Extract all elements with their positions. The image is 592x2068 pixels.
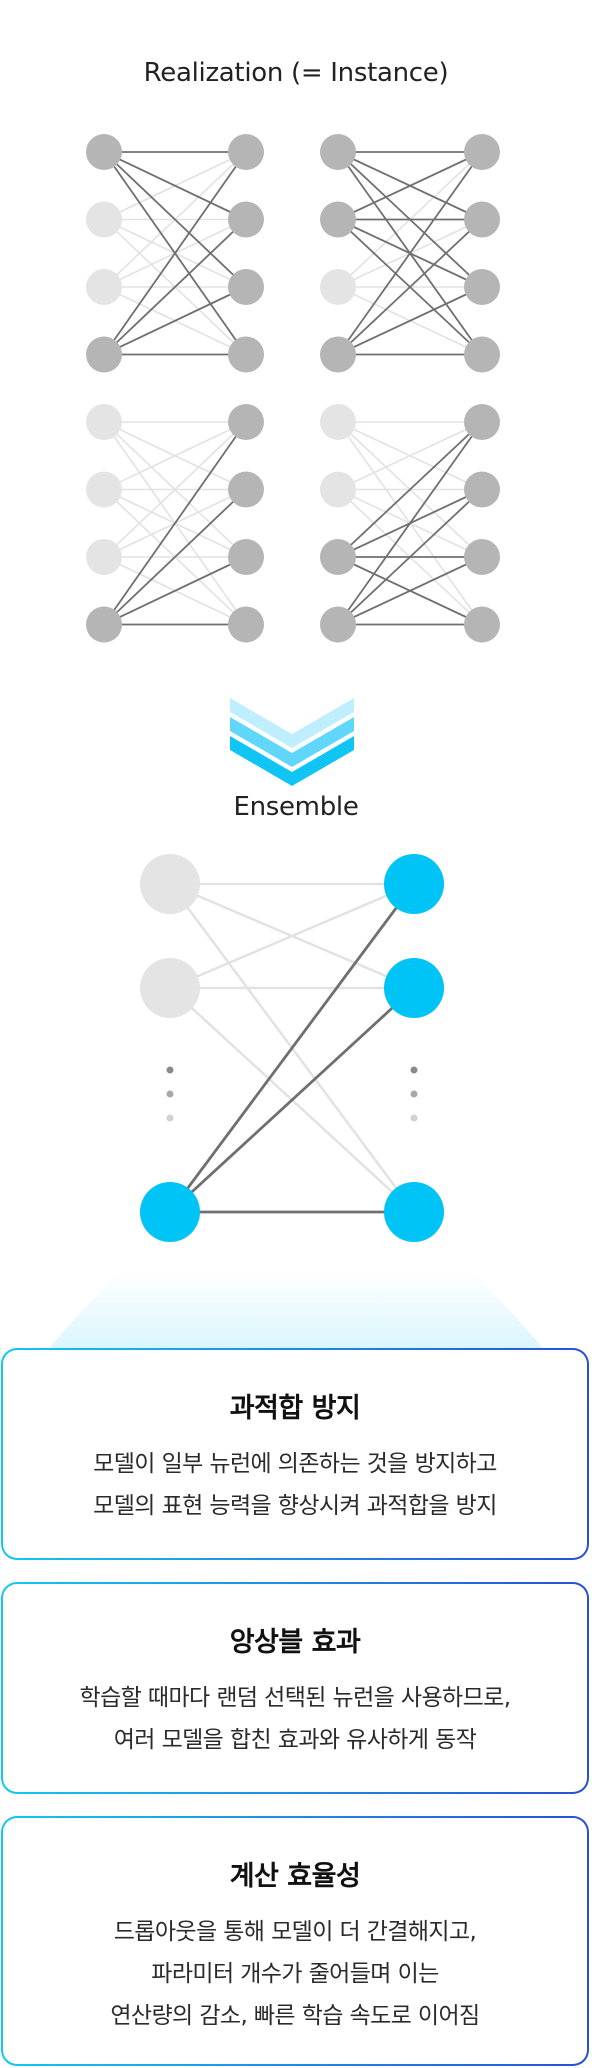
edge-active xyxy=(337,286,483,356)
edge-active xyxy=(337,421,483,626)
node-active xyxy=(320,539,356,575)
ensemble-network xyxy=(140,854,444,1242)
card-overfitting-prevention: 과적합 방지 모델이 일부 뉴런에 의존하는 것을 방지하고 모델의 표현 능력… xyxy=(1,1348,589,1560)
edge-active xyxy=(103,218,247,356)
node-active xyxy=(464,201,500,238)
node-active xyxy=(228,336,264,373)
ellipsis-dot xyxy=(410,1090,418,1098)
node-dropped xyxy=(86,404,122,440)
card-line: 모델이 일부 뉴런에 의존하는 것을 방지하고 xyxy=(93,1451,497,1477)
node-active xyxy=(86,134,122,170)
card-title: 앙상블 효과 xyxy=(229,1627,361,1658)
edge-active xyxy=(337,151,483,356)
node-dropped xyxy=(140,854,200,914)
node-active xyxy=(228,471,264,508)
node-active xyxy=(228,539,264,575)
down-arrow-icon xyxy=(230,698,354,786)
node-active xyxy=(464,269,500,305)
ellipsis-dot xyxy=(166,1114,174,1122)
edge-inactive xyxy=(169,882,415,990)
realization-network xyxy=(320,404,500,643)
realization-network xyxy=(320,134,500,373)
node-active xyxy=(228,134,264,170)
edge-active xyxy=(337,151,483,221)
edge-active xyxy=(103,556,247,626)
node-active xyxy=(320,134,356,170)
edge-active xyxy=(103,488,247,626)
card-body: 모델이 일부 뉴런에 의존하는 것을 방지하고 모델의 표현 능력을 향상시켜 … xyxy=(3,1443,587,1527)
realization-network xyxy=(86,134,264,373)
edge-active xyxy=(103,286,247,356)
card-line: 파라미터 개수가 줄어들며 이는 xyxy=(151,1961,439,1987)
edge-active xyxy=(337,556,483,626)
edge-active xyxy=(337,218,483,356)
node-active xyxy=(86,606,122,643)
ellipsis-dot xyxy=(410,1114,418,1122)
edge-active xyxy=(168,883,416,1213)
edge-inactive xyxy=(103,421,247,491)
card-computational-efficiency: 계산 효율성 드롭아웃을 통해 모델이 더 간결해지고, 파라미터 개수가 줄어… xyxy=(1,1816,589,2066)
node-active xyxy=(464,134,500,170)
edge-active xyxy=(103,421,247,626)
node-active xyxy=(320,336,356,373)
node-dropped xyxy=(140,958,200,1018)
node-active xyxy=(384,854,444,914)
node-dropped xyxy=(320,269,356,305)
edge-inactive xyxy=(337,421,483,491)
node-active xyxy=(320,201,356,238)
edge-active xyxy=(169,986,415,1214)
node-active xyxy=(228,606,264,643)
edge-active xyxy=(103,151,247,288)
node-dropped xyxy=(320,471,356,508)
realization-networks xyxy=(86,134,500,643)
card-line: 모델의 표현 능력을 향상시켜 과적합을 방지 xyxy=(93,1493,497,1519)
ellipsis-dot xyxy=(410,1066,418,1074)
node-active xyxy=(384,1182,444,1242)
card-body: 학습할 때마다 랜덤 선택된 뉴런을 사용하므로, 여러 모델을 합친 효과와 … xyxy=(3,1677,587,1761)
edge-inactive xyxy=(103,421,247,558)
edge-active xyxy=(337,488,483,626)
ellipsis-dot xyxy=(166,1066,174,1074)
node-dropped xyxy=(86,269,122,305)
node-active xyxy=(464,336,500,373)
node-active xyxy=(464,404,500,440)
edge-active xyxy=(103,151,247,221)
edge-active xyxy=(337,421,483,558)
card-line: 드롭아웃을 통해 모델이 더 간결해지고, xyxy=(113,1919,477,1945)
node-dropped xyxy=(86,471,122,508)
edge-active xyxy=(103,151,247,356)
node-active xyxy=(228,404,264,440)
node-dropped xyxy=(320,404,356,440)
node-active xyxy=(384,958,444,1018)
card-body: 드롭아웃을 통해 모델이 더 간결해지고, 파라미터 개수가 줄어들며 이는 연… xyxy=(3,1911,587,2037)
ensemble-glow xyxy=(48,1272,544,1350)
node-active xyxy=(464,606,500,643)
card-title: 계산 효율성 xyxy=(229,1861,361,1892)
node-active xyxy=(464,471,500,508)
node-active xyxy=(140,1182,200,1242)
node-active xyxy=(228,201,264,238)
card-line: 학습할 때마다 랜덤 선택된 뉴런을 사용하므로, xyxy=(79,1685,512,1711)
node-active xyxy=(228,269,264,305)
realization-network xyxy=(86,404,264,643)
card-line: 연산량의 감소, 빠른 학습 속도로 이어짐 xyxy=(110,2003,480,2029)
card-line: 여러 모델을 합친 효과와 유사하게 동작 xyxy=(113,1727,477,1753)
node-dropped xyxy=(86,539,122,575)
card-title: 과적합 방지 xyxy=(229,1393,361,1424)
node-dropped xyxy=(86,201,122,238)
node-active xyxy=(464,539,500,575)
dropout-diagram xyxy=(48,134,544,1350)
card-ensemble-effect: 앙상블 효과 학습할 때마다 랜덤 선택된 뉴런을 사용하므로, 여러 모델을 … xyxy=(1,1582,589,1794)
node-active xyxy=(320,606,356,643)
ellipsis-dot xyxy=(166,1090,174,1098)
node-active xyxy=(86,336,122,373)
realization-title: Realization (= Instance) xyxy=(143,58,449,88)
ensemble-title: Ensemble xyxy=(233,792,359,822)
